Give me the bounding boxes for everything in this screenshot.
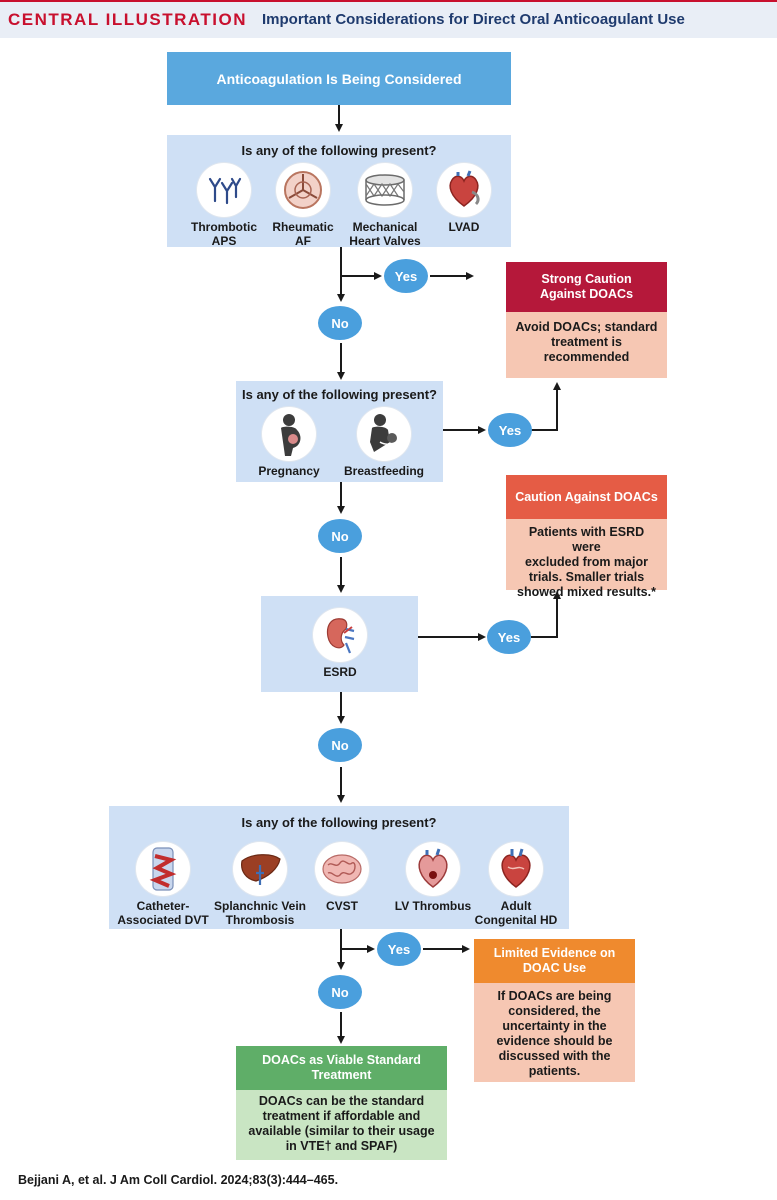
q1-item-label: Thrombotic APS: [191, 220, 257, 248]
q4-item-cvst: CVST: [297, 842, 387, 913]
strong-caution-title: Strong Caution Against DOACs: [506, 262, 667, 312]
question-box-1: Is any of the following present? Thrombo…: [167, 135, 511, 248]
q2-item-breastfeeding: Breastfeeding: [339, 407, 429, 478]
lvad-heart-icon: [437, 163, 491, 217]
viable-standard-body: DOACs can be the standard treatment if a…: [236, 1090, 447, 1160]
question-box-4: Is any of the following present? Cathete…: [109, 806, 569, 929]
q4-item-lv-thrombus: LV Thrombus: [383, 842, 483, 913]
q4-item-catheter-dvt: Catheter- Associated DVT: [113, 842, 213, 927]
caution-title: Caution Against DOACs: [506, 475, 667, 519]
arrow-yes2-strong: [531, 382, 561, 431]
yes-bubble-4: Yes: [377, 932, 421, 966]
q1-item-thrombotic-aps: Thrombotic APS: [179, 163, 269, 248]
q1-item-label: LVAD: [448, 220, 480, 234]
heart-valve-icon: [276, 163, 330, 217]
q2-item-label: Breastfeeding: [343, 464, 425, 478]
q1-item-mechanical-valves: Mechanical Heart Valves: [340, 163, 430, 248]
q4-item-splanchnic: Splanchnic Vein Thrombosis: [205, 842, 315, 927]
no-bubble-3: No: [318, 728, 362, 762]
lv-thrombus-icon: [406, 842, 460, 896]
q4-item-congenital-hd: Adult Congenital HD: [466, 842, 566, 927]
header-bar: CENTRAL ILLUSTRATION Important Considera…: [0, 0, 777, 38]
brain-icon: [315, 842, 369, 896]
q4-item-label: Splanchnic Vein Thrombosis: [213, 899, 307, 927]
q4-item-label: Adult Congenital HD: [474, 899, 558, 927]
antibody-icon: [197, 163, 251, 217]
viable-standard-card: DOACs as Viable Standard Treatment DOACs…: [236, 1046, 447, 1160]
caution-body: Patients with ESRD were excluded from ma…: [506, 519, 667, 599]
figure-title: Important Considerations for Direct Oral…: [262, 11, 685, 28]
citation: Bejjani A, et al. J Am Coll Cardiol. 202…: [18, 1173, 339, 1187]
q3-item-label: ESRD: [323, 665, 357, 679]
q4-item-label: CVST: [325, 899, 358, 913]
question-box-2: Is any of the following present? Pregnan…: [236, 381, 443, 482]
q3-item-esrd: ESRD: [295, 608, 385, 679]
pregnancy-icon: [262, 407, 316, 461]
limited-evidence-card: Limited Evidence on DOAC Use If DOACs ar…: [474, 939, 635, 1082]
q2-item-label: Pregnancy: [258, 464, 320, 478]
arrow-yes3-caution: [531, 591, 561, 638]
limited-evidence-title: Limited Evidence on DOAC Use: [474, 939, 635, 983]
q1-item-rheumatic-af: Rheumatic AF: [258, 163, 348, 248]
q1-item-lvad: LVAD: [419, 163, 509, 234]
vein-clot-icon: [136, 842, 190, 896]
q4-item-label: Catheter- Associated DVT: [117, 899, 209, 927]
question-box-esrd: ESRD: [261, 596, 418, 692]
start-box: Anticoagulation Is Being Considered: [167, 52, 511, 105]
congenital-heart-icon: [489, 842, 543, 896]
start-box-label: Anticoagulation Is Being Considered: [216, 70, 462, 87]
no-bubble-1: No: [318, 306, 362, 340]
question-2-title: Is any of the following present?: [241, 387, 437, 402]
q2-item-pregnancy: Pregnancy: [244, 407, 334, 478]
q1-item-label: Mechanical Heart Valves: [349, 220, 421, 248]
no-bubble-4: No: [318, 975, 362, 1009]
no-bubble-2: No: [318, 519, 362, 553]
liver-icon: [233, 842, 287, 896]
q1-item-label: Rheumatic AF: [272, 220, 334, 248]
strong-caution-body: Avoid DOACs; standard treatment is recom…: [506, 312, 667, 378]
breastfeeding-icon: [357, 407, 411, 461]
strong-caution-card: Strong Caution Against DOACs Avoid DOACs…: [506, 262, 667, 378]
yes-bubble-3: Yes: [487, 620, 531, 654]
mechanical-valve-icon: [358, 163, 412, 217]
yes-bubble-1: Yes: [384, 259, 428, 293]
viable-standard-title: DOACs as Viable Standard Treatment: [236, 1046, 447, 1090]
limited-evidence-body: If DOACs are being considered, the uncer…: [474, 983, 635, 1082]
q4-item-label: LV Thrombus: [394, 899, 472, 913]
yes-bubble-2: Yes: [488, 413, 532, 447]
central-illustration-label: CENTRAL ILLUSTRATION: [8, 10, 248, 29]
caution-card: Caution Against DOACs Patients with ESRD…: [506, 475, 667, 599]
kidney-icon: [313, 608, 367, 662]
question-1-title: Is any of the following present?: [241, 143, 437, 158]
question-4-title: Is any of the following present?: [241, 815, 437, 830]
